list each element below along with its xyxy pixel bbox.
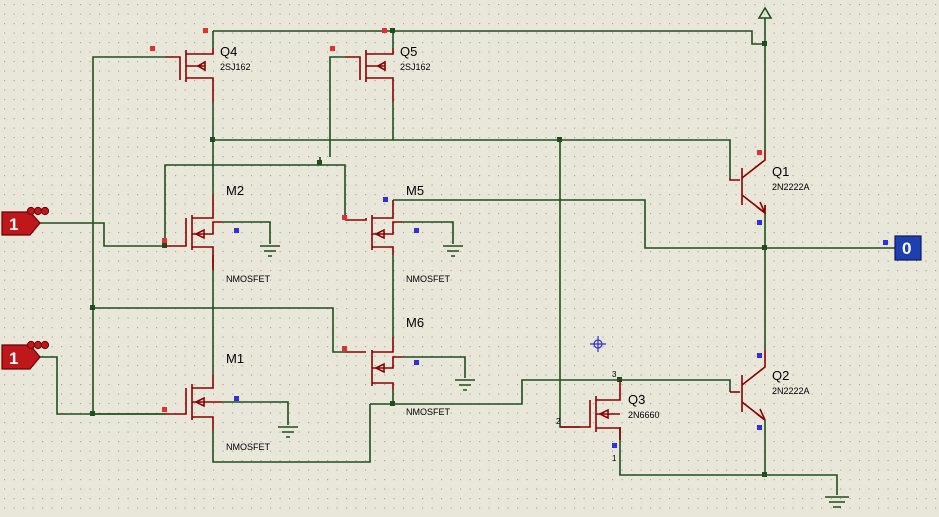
q4-gate-bus-wire bbox=[92, 56, 165, 414]
input-terminal-1[interactable]: 1 bbox=[1, 206, 50, 236]
output-wire bbox=[393, 199, 895, 249]
q2-ref-label: Q2 bbox=[772, 368, 789, 383]
m6-gate-wire bbox=[93, 307, 345, 353]
input-terminal-2[interactable]: 1 bbox=[1, 340, 50, 370]
q3-drain-pin-label: 3 bbox=[612, 370, 617, 379]
q3-source-pin-label: 1 bbox=[612, 454, 617, 463]
m1-part-label: NMOSFET bbox=[226, 442, 271, 452]
q3-drain-wire bbox=[620, 379, 731, 392]
output-terminal[interactable]: 0 bbox=[894, 235, 922, 261]
vcc-rail-wire bbox=[213, 30, 765, 45]
m2-nmos-transistor[interactable] bbox=[165, 195, 222, 270]
input-1-wire bbox=[40, 222, 165, 247]
q3-source-wire bbox=[619, 427, 765, 476]
ground-main-icon bbox=[825, 496, 849, 508]
q2-part-label: 2N2222A bbox=[772, 386, 810, 396]
m6-source-wire bbox=[392, 379, 620, 405]
q1-ref-label: Q1 bbox=[772, 164, 789, 179]
m6-part-label: NMOSFET bbox=[406, 407, 451, 417]
q5-ref-label: Q5 bbox=[400, 44, 417, 59]
m6-ref-label: M6 bbox=[406, 315, 424, 330]
q3-ref-label: Q3 bbox=[628, 392, 645, 407]
m5-nmos-transistor[interactable] bbox=[345, 200, 402, 255]
q5-gate-wire bbox=[329, 56, 345, 157]
m5-body-wire bbox=[402, 221, 454, 244]
m6-nmos-transistor[interactable] bbox=[345, 337, 402, 390]
q3-gate-pin-label: 2 bbox=[556, 417, 561, 426]
m5-gate-feed-wire bbox=[320, 164, 346, 220]
ground-m5-icon bbox=[443, 245, 463, 257]
q3-part-label: 2N6660 bbox=[628, 410, 660, 420]
m1-ref-label: M1 bbox=[226, 351, 244, 366]
logic-probe-markers bbox=[150, 28, 888, 448]
m2-ref-label: M2 bbox=[226, 183, 244, 198]
ground-bus-wire bbox=[765, 474, 838, 495]
input-1-value: 1 bbox=[9, 215, 18, 234]
ground-m2-icon bbox=[260, 245, 280, 257]
junctions bbox=[90, 28, 767, 477]
q4-ref-label: Q4 bbox=[220, 44, 237, 59]
q1-npn-transistor[interactable] bbox=[729, 150, 766, 215]
q4-part-label: 2SJ162 bbox=[220, 62, 251, 72]
q4-pmos-transistor[interactable] bbox=[165, 48, 214, 102]
m5-ref-label: M5 bbox=[406, 183, 424, 198]
q3-nmos-transistor[interactable] bbox=[560, 380, 621, 440]
m2-body-wire bbox=[222, 221, 271, 244]
q5-part-label: 2SJ162 bbox=[400, 62, 431, 72]
ground-m1-icon bbox=[278, 426, 298, 438]
mid-rail-wire bbox=[213, 139, 731, 178]
q5-pmos-transistor[interactable] bbox=[345, 48, 394, 102]
ground-m6-icon bbox=[455, 379, 475, 391]
m1-body-wire bbox=[222, 401, 289, 425]
m6-body-wire bbox=[402, 356, 466, 378]
m2-part-label: NMOSFET bbox=[226, 274, 271, 284]
m1-nmos-transistor[interactable] bbox=[165, 375, 222, 430]
output-value: 0 bbox=[902, 239, 911, 258]
vcc-symbol[interactable] bbox=[757, 6, 773, 19]
q1-part-label: 2N2222A bbox=[772, 182, 810, 192]
m5-part-label: NMOSFET bbox=[406, 274, 451, 284]
input-2-value: 1 bbox=[9, 349, 18, 368]
q2-npn-transistor[interactable] bbox=[730, 350, 766, 421]
m1-source-wire bbox=[212, 404, 371, 463]
crosshair-cursor-icon bbox=[590, 336, 606, 352]
